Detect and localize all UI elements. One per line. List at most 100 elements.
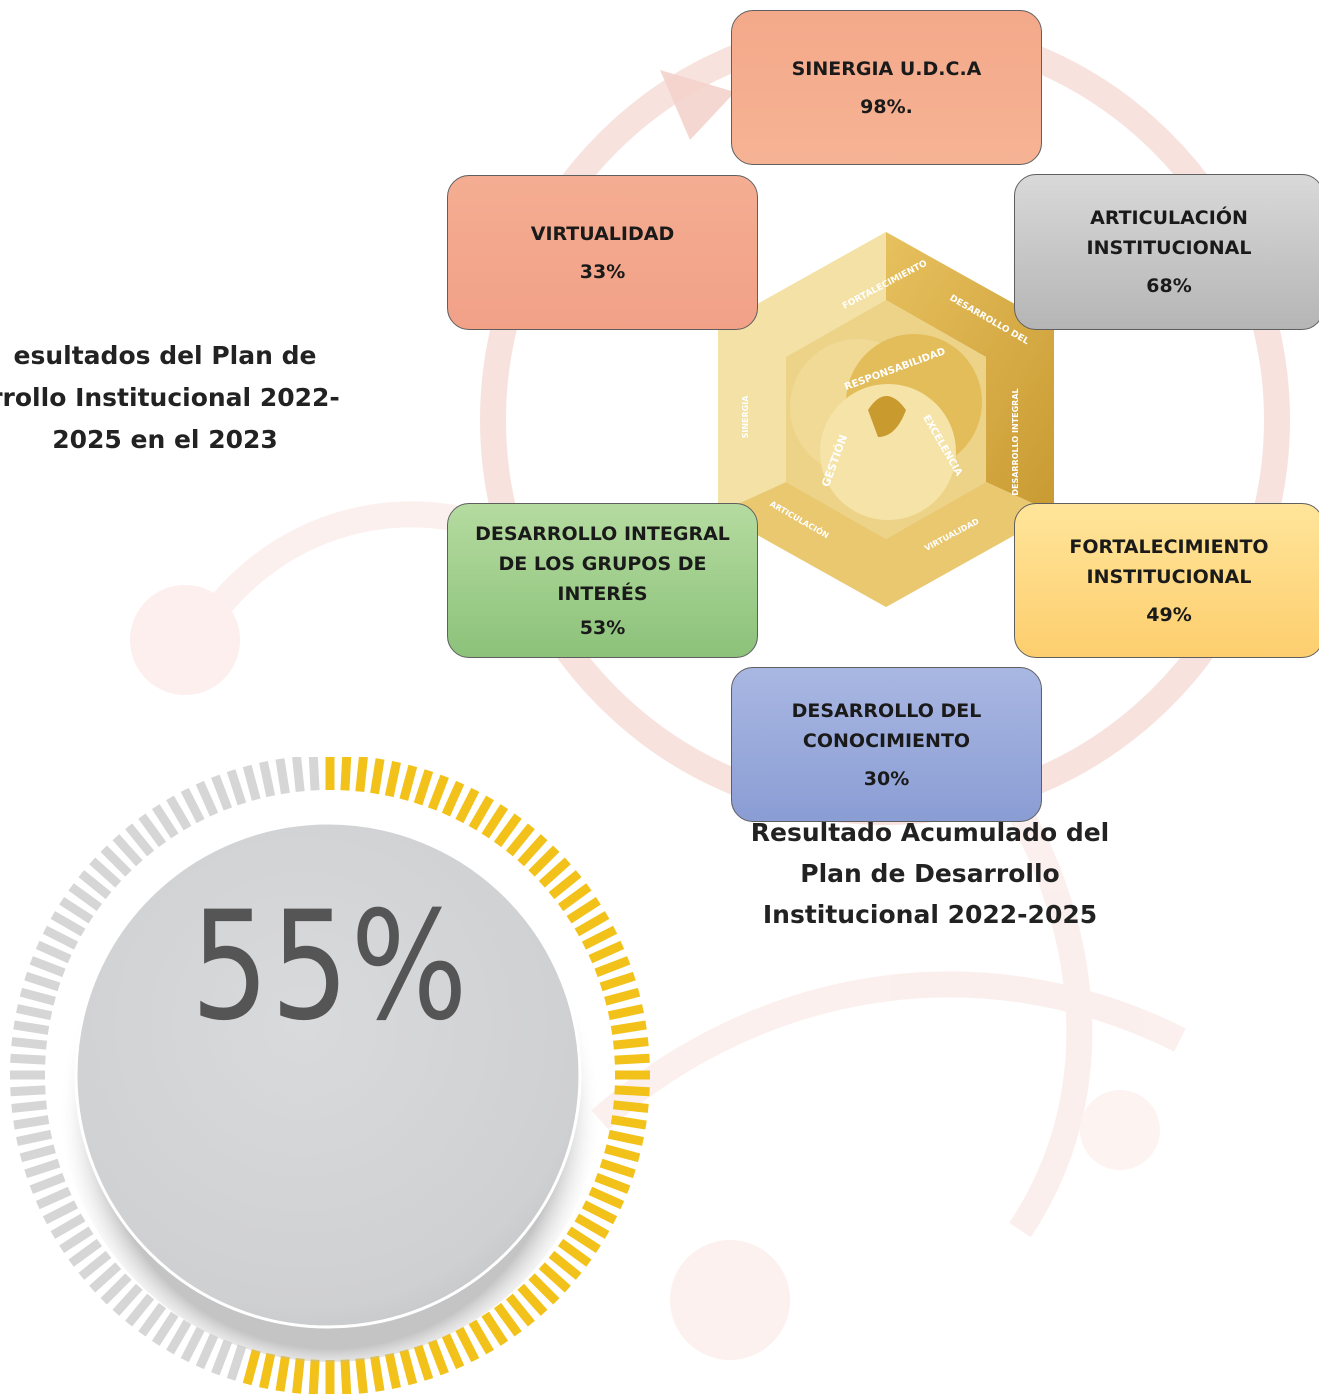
- gauge-tick: [548, 1250, 582, 1280]
- gauge-tick: [566, 896, 601, 924]
- gauge-tick: [78, 1250, 112, 1280]
- gauge-tick: [610, 1020, 647, 1035]
- gauge-tick: [538, 857, 571, 888]
- gauge-tick: [594, 956, 631, 978]
- hexagon-emblem: FORTALECIMIENTO DESARROLLO DEL DESARROLL…: [718, 232, 1054, 607]
- gauge-tick: [370, 758, 385, 795]
- gauge-tick: [89, 1262, 122, 1293]
- gauge-tick: [340, 1359, 352, 1394]
- gauge-tick: [226, 769, 247, 806]
- gauge-value: 55%: [190, 880, 470, 1054]
- gauge-tick: [180, 1326, 205, 1363]
- gauge-tick: [100, 845, 132, 877]
- gauge-ticks: [10, 757, 650, 1394]
- box-sinergia: SINERGIA U.D.C.A 98%.: [731, 10, 1042, 165]
- gauge-tick: [557, 1238, 592, 1267]
- gauge-tick: [125, 823, 155, 857]
- gauge-tick: [16, 1004, 53, 1021]
- gauge-tick: [112, 1283, 143, 1316]
- box-percent: 53%: [579, 616, 626, 639]
- gauge-tick: [505, 1293, 535, 1327]
- hex-segment-bottom: [718, 482, 1054, 607]
- gauge-tick: [557, 883, 592, 912]
- gauge-tick: [340, 757, 352, 791]
- gauge-tick: [308, 757, 320, 791]
- gauge-tick: [468, 1319, 494, 1355]
- gauge-tick: [481, 804, 509, 839]
- gauge-tick: [35, 940, 72, 964]
- gauge-tick: [455, 1326, 480, 1363]
- gauge-tick: [604, 987, 641, 1006]
- gauge-tick: [481, 1311, 509, 1346]
- gauge-tick: [24, 1158, 61, 1179]
- gauge-tick: [166, 1319, 192, 1355]
- gauge-tick: [275, 1355, 290, 1392]
- gauge-tick: [468, 795, 494, 831]
- cycle-arrowhead: [660, 70, 735, 140]
- gauge-tick: [612, 1037, 649, 1050]
- gauge-tick: [441, 1333, 465, 1370]
- gauge-tick: [517, 1283, 548, 1316]
- gauge-tick: [370, 1355, 385, 1392]
- gauge-tick: [211, 1339, 233, 1376]
- gauge-tick: [614, 1053, 650, 1065]
- gauge-tick: [588, 940, 625, 964]
- box-percent: 68%: [1146, 275, 1192, 297]
- gauge-tick: [42, 925, 79, 950]
- gauge-tick: [517, 834, 548, 867]
- gauge-tick: [13, 1020, 50, 1035]
- gauge-tick: [355, 757, 368, 793]
- gauge-tick: [427, 1339, 449, 1376]
- gauge-tick: [588, 1186, 625, 1210]
- gauge-tick: [100, 1273, 132, 1305]
- gauge-tick: [505, 823, 535, 857]
- box-virtualidad: VIRTUALIDAD 33%: [447, 175, 758, 330]
- gauge-tick: [242, 764, 261, 801]
- right-title: Resultado Acumulado del Plan de Desarrol…: [750, 818, 1110, 929]
- gauge-tick: [16, 1129, 53, 1146]
- gauge-tick: [413, 769, 434, 806]
- gauge-tick: [399, 1349, 418, 1386]
- box-percent: 98%.: [860, 95, 913, 118]
- gauge-tick: [195, 1333, 219, 1370]
- box-percent: 30%: [863, 767, 910, 790]
- gauge-tick: [427, 774, 449, 811]
- gauge-tick: [292, 757, 305, 793]
- gauge-tick: [89, 857, 122, 888]
- gauge-tick: [493, 813, 522, 848]
- gauge-tick: [11, 1037, 48, 1050]
- gauge-tick: [455, 787, 480, 824]
- left-title: esultados del Plan de rrollo Institucion…: [0, 341, 340, 454]
- box-percent: 33%: [579, 260, 626, 283]
- gauge-tick: [68, 1238, 103, 1267]
- gauge-tick: [441, 780, 465, 817]
- gauge-tick: [68, 883, 103, 912]
- gauge-tick: [24, 971, 61, 992]
- gauge-tick: [574, 911, 610, 937]
- gauge-tick: [11, 1100, 48, 1113]
- gauge-tick: [581, 925, 618, 950]
- gauge-tick: [610, 1115, 647, 1130]
- gauge-tick: [151, 1311, 179, 1346]
- gauge-tick: [548, 870, 582, 900]
- gauge-tick: [538, 1262, 571, 1293]
- svg-text:DESARROLLO INTEGRAL: DESARROLLO INTEGRAL: [1011, 388, 1020, 495]
- box-percent: 49%: [1146, 603, 1192, 626]
- gauge-tick: [528, 845, 560, 877]
- gauge-tick: [195, 780, 219, 817]
- gauge-tick: [166, 795, 192, 831]
- gauge-tick: [384, 1352, 401, 1389]
- svg-text:SINERGIA: SINERGIA: [741, 395, 750, 439]
- gauge-tick: [59, 896, 94, 924]
- gauge-tick: [242, 1349, 261, 1386]
- gauge-tick: [528, 1273, 560, 1305]
- gauge-tick: [566, 1226, 601, 1254]
- gauge-tick: [574, 1213, 610, 1239]
- gauge-tick: [413, 1344, 434, 1381]
- gauge-tick: [211, 774, 233, 811]
- gauge-tick: [180, 787, 205, 824]
- gauge-tick: [259, 1352, 276, 1389]
- gauge-tick: [599, 1158, 636, 1179]
- gauge-tick: [275, 758, 290, 795]
- gauge-tick: [226, 1344, 247, 1381]
